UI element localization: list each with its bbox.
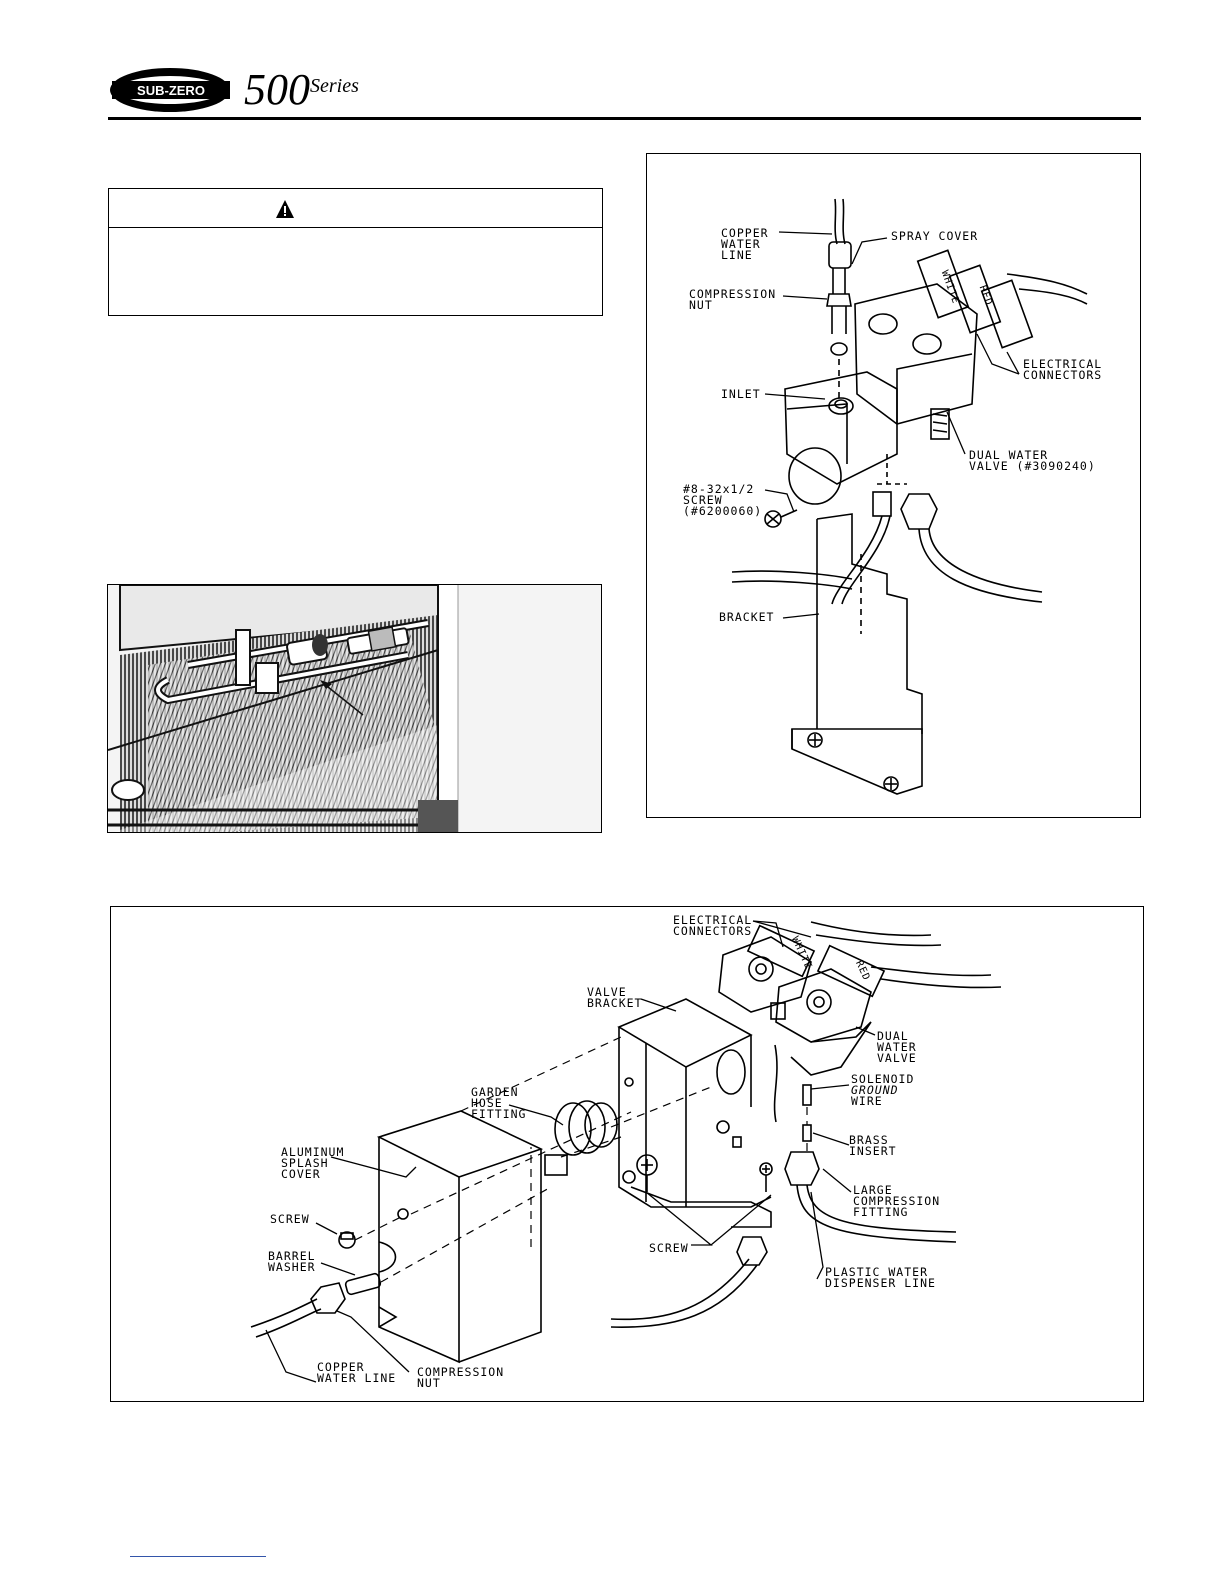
label-screw-left: SCREW [270,1212,310,1226]
series-word: Series [310,75,359,97]
label-brass-insert: BRASS INSERT [849,1133,897,1158]
label-ground: GROUND [851,1083,899,1097]
label-large-compression-fitting: LARGE COMPRESSION FITTING [853,1183,941,1219]
header-rule [108,117,1141,120]
label-electrical-connectors: ELECTRICAL CONNECTORS [1023,357,1103,382]
label-copper-water-line: COPPER WATER LINE [317,1360,397,1385]
label-screw-mid: SCREW [649,1241,689,1255]
footer-link-underline[interactable] [130,1556,266,1557]
label-valve-bracket: VALVE BRACKET [587,985,643,1010]
label-inlet: INLET [721,387,761,401]
warning-header [109,189,602,228]
label-spray-cover: SPRAY COVER [891,229,979,243]
label-plastic-water-dispenser-line: PLASTIC WATER DISPENSER LINE [825,1265,936,1290]
warning-triangle-icon [276,200,294,218]
warning-box [108,188,603,316]
series-number: 500 [244,65,310,114]
label-screw: #8-32x1/2 SCREW (#6200060) [683,482,763,518]
label-copper-water-line: COPPER WATER LINE [721,226,769,262]
valve-assembly-exploded-figure: ELECTRICAL CONNECTORS WHITE RED VALVE BR… [110,906,1144,1402]
label-compression-nut: COMPRESSION NUT [417,1365,505,1390]
label-aluminum-splash-cover: ALUMINUM SPLASH COVER [281,1145,345,1181]
label-electrical-connectors: ELECTRICAL CONNECTORS [673,913,753,938]
sub-zero-logo: SUB-ZERO [108,65,234,115]
label-dual-water-valve: DUAL WATER VALVE (#3090240) [969,448,1096,473]
label-dual-water-valve: DUAL WATER VALVE [877,1029,917,1065]
label-barrel-washer: BARREL WASHER [268,1249,316,1274]
brand-text: SUB-ZERO [137,83,205,98]
series-logo: 500 Series [240,60,370,116]
label-garden-hose-fitting: GARDEN HOSE FITTING [471,1085,527,1121]
dual-water-valve-figure: COPPER WATER LINE SPRAY COVER COMPRESSIO… [646,153,1141,818]
label-solenoid: SOLENOID [851,1072,915,1086]
label-wire: WIRE [851,1094,883,1108]
evaporator-photo-figure [107,584,602,833]
label-bracket: BRACKET [719,610,775,624]
label-compression-nut: COMPRESSION NUT [689,287,777,312]
